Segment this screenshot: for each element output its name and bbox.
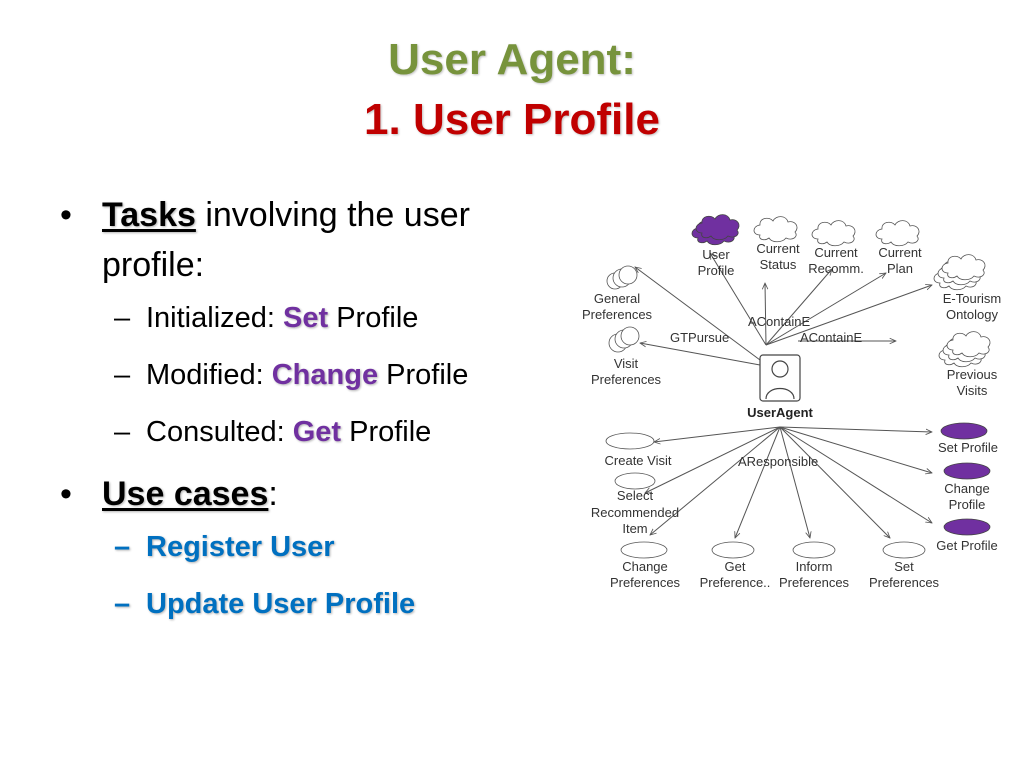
usecase-label: Inform xyxy=(796,559,833,574)
cloud-current-status: Current Status xyxy=(753,216,800,272)
usecase-create-visit: Create Visit xyxy=(605,432,672,468)
relation-label-acontaine-1: AContainE xyxy=(748,314,810,329)
user-agent-diagram: User Profile Current Status Current Reco… xyxy=(582,214,1002,590)
usecase-change-profile: Change Profile xyxy=(943,462,991,512)
cloud-label: Ontology xyxy=(946,307,999,322)
cloud-label: General xyxy=(594,291,640,306)
usecase-label: Profile xyxy=(949,497,986,512)
association-lines xyxy=(635,253,932,538)
usecase-inform-preferences: Inform Preferences xyxy=(779,541,850,590)
tasks-keyword: Tasks xyxy=(102,196,196,234)
usecase-label: Recommended xyxy=(591,505,679,520)
usecase-label: Item xyxy=(622,521,647,536)
title-line-1: User Agent: xyxy=(388,35,636,84)
sub-keyword-change: Change xyxy=(271,359,379,391)
sub-item-consulted: – Consulted: Get Profile xyxy=(58,404,558,461)
sub-suffix: Profile xyxy=(328,302,419,334)
cloud-general-preferences: General Preferences xyxy=(582,265,653,322)
sub-item-initialized: – Initialized: Set Profile xyxy=(58,290,558,347)
cloud-label: Status xyxy=(760,257,797,272)
cloud-visit-preferences: Visit Preferences xyxy=(591,326,662,387)
cloud-label: Visits xyxy=(957,383,988,398)
cloud-current-recomm: Current Recomm. xyxy=(808,220,864,276)
usecase-get-preferences: Get Preference.. xyxy=(700,541,771,590)
usecase-set-profile: Set Profile xyxy=(938,422,998,455)
sub-suffix: Profile xyxy=(341,416,432,448)
sub-keyword-set: Set xyxy=(283,302,329,334)
dash: – xyxy=(114,588,131,620)
dash: – xyxy=(114,416,131,448)
use-cases-colon: : xyxy=(268,475,278,513)
cloud-current-plan: Current Plan xyxy=(875,220,922,276)
bullet-dot: • xyxy=(60,196,72,234)
cloud-label: Current xyxy=(814,245,858,260)
cloud-label: Current xyxy=(756,241,800,256)
dash: – xyxy=(114,359,131,391)
cloud-label: Visit xyxy=(614,356,639,371)
use-case-register-user: – Register User xyxy=(58,519,558,576)
usecase-label: Set Profile xyxy=(938,440,998,455)
usecase-label: Preferences xyxy=(779,575,850,590)
usecase-label: Preferences xyxy=(610,575,681,590)
usecase-label: Create Visit xyxy=(605,453,672,468)
tasks-text-2: profile: xyxy=(102,246,205,284)
cloud-user-profile: User Profile xyxy=(691,214,740,278)
relation-label-acontaine-2: AContainE xyxy=(800,330,862,345)
usecase-label: Change xyxy=(944,481,990,496)
user-agent-label: UserAgent xyxy=(747,405,813,420)
dash: – xyxy=(114,302,131,334)
user-agent-actor-icon xyxy=(759,354,801,402)
cloud-label: Profile xyxy=(698,263,735,278)
bullet-dot: • xyxy=(60,475,72,513)
usecase-label: Get xyxy=(725,559,746,574)
dash: – xyxy=(114,531,131,563)
usecase-change-preferences: Change Preferences xyxy=(610,541,681,590)
sub-item-modified: – Modified: Change Profile xyxy=(58,347,558,404)
cloud-label: Recomm. xyxy=(808,261,864,276)
cloud-label: Plan xyxy=(887,261,913,276)
relation-label-aresponsible: AResponsible xyxy=(738,454,818,469)
bullet-use-cases: • Use cases: xyxy=(58,469,558,519)
cloud-label: Preferences xyxy=(582,307,653,322)
usecase-get-profile: Get Profile xyxy=(936,518,998,553)
cloud-label: Previous xyxy=(947,367,998,382)
sub-prefix: Initialized: xyxy=(146,302,284,334)
cloud-label: User xyxy=(702,247,730,262)
sub-prefix: Modified: xyxy=(146,359,272,391)
use-case-update-user-profile: – Update User Profile xyxy=(58,576,558,633)
cloud-label: Current xyxy=(878,245,922,260)
relation-label-gtpursue: GTPursue xyxy=(670,330,729,345)
bullet-tasks: • Tasks involving the user profile: xyxy=(58,190,558,290)
use-case-label: Update User Profile xyxy=(146,588,416,620)
sub-keyword-get: Get xyxy=(292,416,342,448)
usecase-label: Preference.. xyxy=(700,575,771,590)
usecase-label: Select xyxy=(617,488,654,503)
tasks-text: involving the user xyxy=(195,196,470,234)
slide-title: User Agent: 1. User Profile xyxy=(0,30,1024,150)
usecase-label: Change xyxy=(622,559,668,574)
usecase-label: Get Profile xyxy=(936,538,997,553)
usecase-set-preferences: Set Preferences xyxy=(869,541,940,590)
cloud-label: E-Tourism xyxy=(943,291,1002,306)
cloud-etourism-ontology: E-Tourism Ontology xyxy=(933,254,1002,322)
cloud-label: Preferences xyxy=(591,372,662,387)
sub-prefix: Consulted: xyxy=(146,416,293,448)
title-line-2: 1. User Profile xyxy=(364,95,660,144)
usecase-label: Set xyxy=(894,559,914,574)
bullet-list: • Tasks involving the user profile: – In… xyxy=(58,190,558,633)
use-cases-keyword: Use cases xyxy=(102,475,269,513)
usecase-label: Preferences xyxy=(869,575,940,590)
usecase-select-recommended-item: Select Recommended Item xyxy=(591,472,679,536)
sub-suffix: Profile xyxy=(378,359,469,391)
use-case-label: Register User xyxy=(146,531,335,563)
cloud-previous-visits: Previous Visits xyxy=(938,331,998,398)
